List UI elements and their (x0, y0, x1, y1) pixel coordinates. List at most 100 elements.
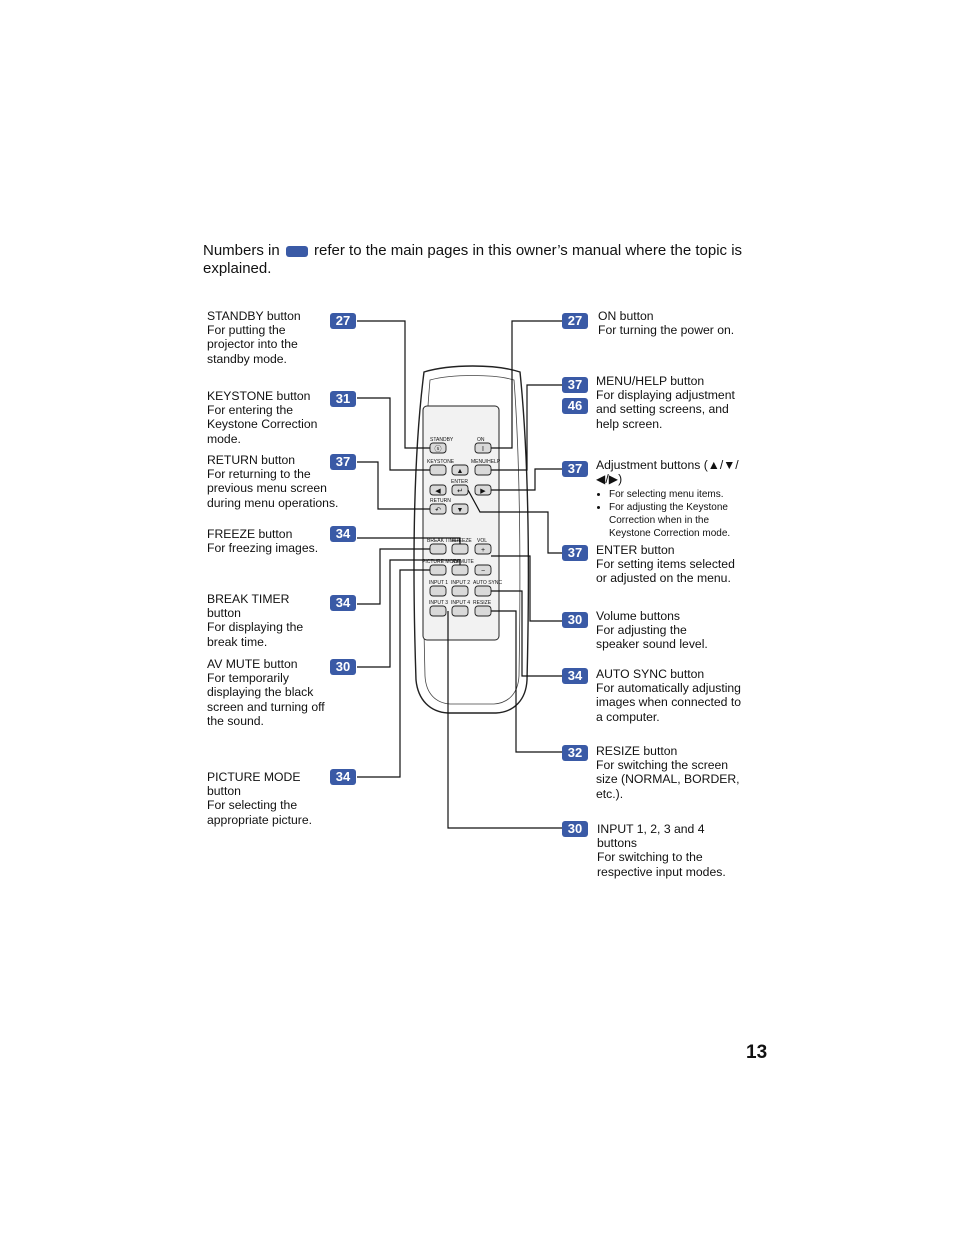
resize-button (474, 605, 492, 617)
remote-label-return: RETURN (430, 498, 451, 504)
leader-auto-sync (491, 590, 562, 677)
vol-down-button (474, 564, 492, 576)
remote-label-on: ON (477, 437, 485, 443)
callout-enter: ENTER button For setting items selected … (596, 543, 746, 586)
minus-icon: − (481, 568, 485, 575)
callout-desc: For automatically adjusting images when … (596, 681, 741, 724)
leader-keystone (357, 397, 430, 471)
page-badge-standby[interactable]: 27 (330, 313, 356, 329)
page-badge-resize[interactable]: 32 (562, 745, 588, 761)
page-badge-on[interactable]: 27 (562, 313, 588, 329)
plus-icon: + (481, 547, 485, 554)
right-arrow-icon: ▶ (480, 488, 486, 495)
remote-label-resize: RESIZE (473, 600, 492, 606)
leader-picture-mode (357, 569, 430, 778)
input2-button (451, 585, 469, 597)
bullet-item: For adjusting the Keystone Correction wh… (609, 501, 746, 540)
intro-after: refer to the main pages in this owner’s … (203, 242, 743, 277)
leader-enter (467, 489, 562, 554)
callout-title: Volume buttons (596, 609, 681, 623)
intro-text: Numbers in refer to the main pages in th… (203, 242, 763, 278)
callout-desc: For temporarily displaying the black scr… (207, 671, 325, 728)
picture-mode-button (429, 564, 447, 576)
remote-label-auto-sync: AUTO SYNC (473, 580, 502, 586)
callout-desc: For switching the screen size (NORMAL, B… (596, 758, 740, 801)
auto-sync-button (474, 585, 492, 597)
callout-title: PICTURE MODE button (207, 770, 301, 799)
callout-desc: For displaying adjustment and setting sc… (596, 388, 735, 431)
remote-label-input1: INPUT 1 (429, 580, 448, 586)
leader-input (447, 611, 562, 829)
remote-label-break-timer: BREAK TIMER (427, 538, 461, 544)
remote-label-enter: ENTER (451, 479, 468, 485)
leader-freeze (357, 537, 461, 544)
callout-title: FREEZE button (207, 527, 293, 541)
callout-title: AV MUTE button (207, 657, 298, 671)
callout-desc: For entering the Keystone Correction mod… (207, 403, 318, 446)
callout-desc: For freezing images. (207, 541, 319, 556)
page-number: 13 (746, 1042, 768, 1063)
page-badge-break-timer[interactable]: 34 (330, 595, 356, 611)
callout-title: AUTO SYNC button (596, 667, 705, 681)
remote-label-input2: INPUT 2 (451, 580, 470, 586)
leader-volume (491, 555, 562, 622)
callout-desc: For selecting the appropriate picture. (207, 798, 313, 827)
page-badge-volume[interactable]: 30 (562, 612, 588, 628)
up-button (451, 464, 469, 476)
callout-title: INPUT 1, 2, 3 and 4 buttons (597, 822, 705, 851)
remote-label-menu-help: MENU/HELP (471, 459, 501, 465)
page-badge-adjustment[interactable]: 37 (562, 461, 588, 477)
callout-title: ON button (598, 309, 654, 323)
page-badge-input[interactable]: 30 (562, 821, 588, 837)
page-badge-menu-help-2[interactable]: 46 (562, 398, 588, 414)
callout-title: KEYSTONE button (207, 389, 311, 403)
callout-title: ENTER button (596, 543, 675, 557)
callout-volume: Volume buttons For adjusting the speaker… (596, 609, 721, 652)
callout-picture-mode: PICTURE MODE button For selecting the ap… (207, 770, 325, 827)
left-button (429, 484, 447, 496)
remote-label-vol: VOL (477, 538, 487, 544)
intro-before: Numbers in (203, 242, 280, 259)
break-timer-button (429, 543, 447, 555)
page-badge-auto-sync[interactable]: 34 (562, 668, 588, 684)
remote-label-freeze: FREEZE (452, 538, 472, 544)
callout-desc: For switching to the respective input mo… (597, 850, 726, 879)
callout-title: STANDBY button (207, 309, 301, 323)
callout-input: INPUT 1, 2, 3 and 4 buttons For switchin… (597, 822, 737, 879)
page-badge-freeze[interactable]: 34 (330, 526, 356, 542)
page-badge-menu-help-1[interactable]: 37 (562, 377, 588, 393)
av-mute-button (451, 564, 469, 576)
page-badge-return[interactable]: 37 (330, 454, 356, 470)
leader-av-mute (357, 559, 461, 668)
vol-up-button (474, 543, 492, 555)
input3-button (429, 605, 447, 617)
callout-desc: For displaying the break time. (207, 620, 304, 649)
callout-title: RESIZE button (596, 744, 678, 758)
callout-desc: For returning to the previous menu scree… (207, 467, 339, 510)
page-badge-keystone[interactable]: 31 (330, 391, 356, 407)
page-badge-av-mute[interactable]: 30 (330, 659, 356, 675)
keystone-button (429, 464, 447, 476)
callout-resize: RESIZE button For switching the screen s… (596, 744, 741, 801)
remote-label-standby: STANDBY (430, 437, 454, 443)
remote-label-input4: INPUT 4 (451, 600, 470, 606)
page-badge-enter[interactable]: 37 (562, 545, 588, 561)
callout-desc: For turning the power on. (598, 323, 735, 338)
down-arrow-icon: ▼ (457, 507, 464, 514)
callout-desc: For adjusting the speaker sound level. (596, 623, 708, 652)
down-button (451, 503, 469, 515)
up-arrow-icon: ▲ (457, 468, 464, 475)
callout-break-timer: BREAK TIMER button For displaying the br… (207, 592, 307, 649)
bullet-item: For selecting menu items. (609, 488, 746, 501)
enter-arrow-icon: ↵ (457, 488, 463, 495)
callout-bullets: For selecting menu items. For adjusting … (596, 488, 746, 540)
page-badge-picture-mode[interactable]: 34 (330, 769, 356, 785)
callout-title: Adjustment buttons (▲/▼/◀/▶) (596, 458, 739, 487)
freeze-button (451, 543, 469, 555)
left-arrow-icon: ◀ (435, 488, 441, 495)
page-ref-chip-icon (285, 245, 308, 257)
callout-title: RETURN button (207, 453, 296, 467)
callout-desc: For setting items selected or adjusted o… (596, 557, 735, 586)
leader-menu-help (491, 384, 562, 471)
input1-button (429, 585, 447, 597)
